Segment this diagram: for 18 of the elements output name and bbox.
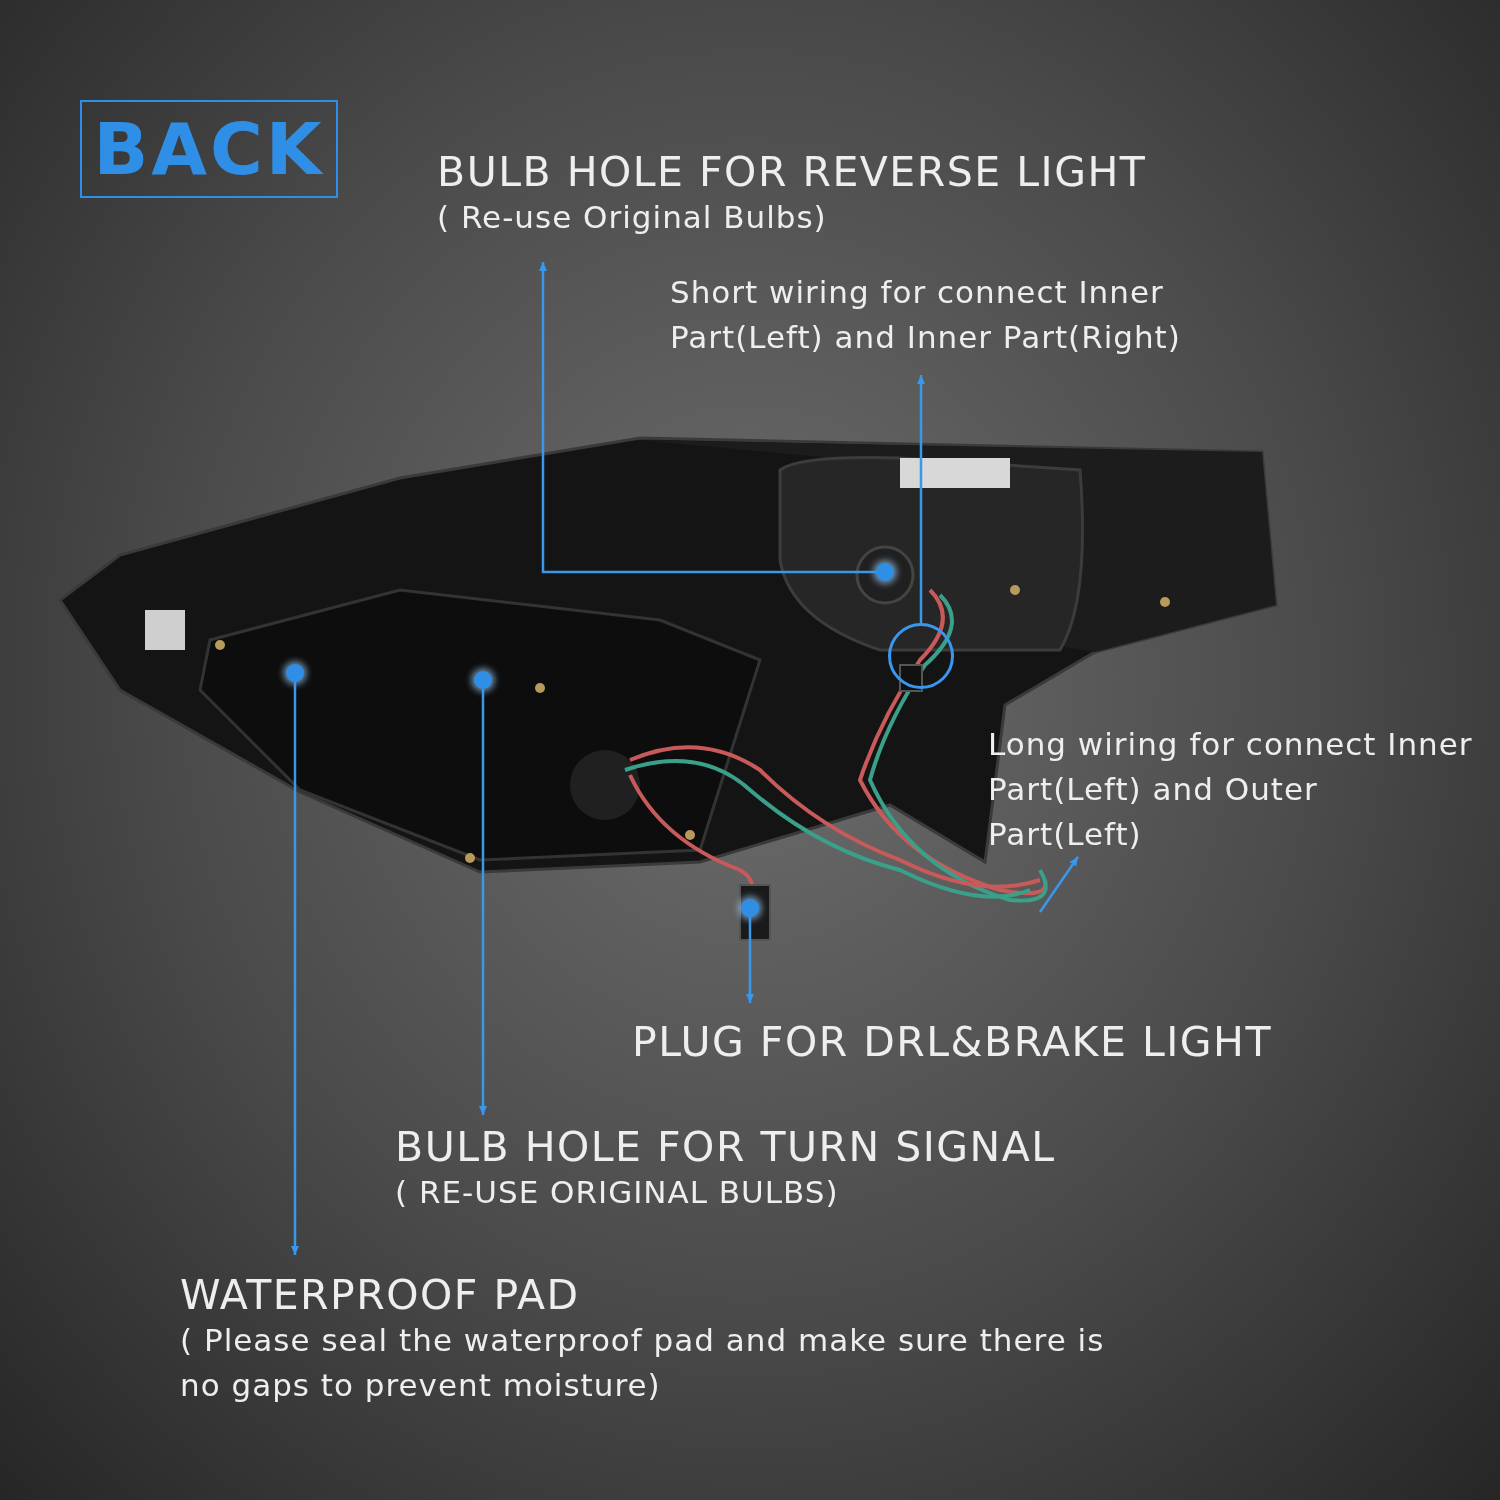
leader-arrow (917, 375, 925, 623)
callout-heading: WATERPROOF PAD (180, 1273, 581, 1319)
callout-heading: BULB HOLE FOR REVERSE LIGHT (437, 150, 1148, 196)
leader-arrow (539, 262, 876, 574)
callout-text: Long wiring for connect Inner Part(Left) and Outer Part(Left) (988, 725, 1474, 854)
leader-arrow (291, 682, 299, 1255)
heading-text: BACK (93, 107, 325, 191)
callout-note: ( Re-use Original Bulbs) (437, 198, 828, 238)
callout-note: ( RE-USE ORIGINAL BULBS) (395, 1173, 840, 1213)
callout-note: ( Please seal the waterproof pad and make sure there is no gaps to prevent moisture) (180, 1321, 1106, 1406)
callout-heading: PLUG FOR DRL&BRAKE LIGHT (632, 1020, 1273, 1066)
leader-arrow (1038, 856, 1080, 913)
leader-arrow (746, 917, 754, 1003)
heading-box (80, 100, 338, 198)
highlight-ring (888, 623, 954, 689)
callout-text: Short wiring for connect Inner Part(Left) and Inner Part(Right) (670, 273, 1182, 357)
callout-heading: BULB HOLE FOR TURN SIGNAL (395, 1125, 1057, 1171)
leader-arrow (479, 689, 487, 1115)
